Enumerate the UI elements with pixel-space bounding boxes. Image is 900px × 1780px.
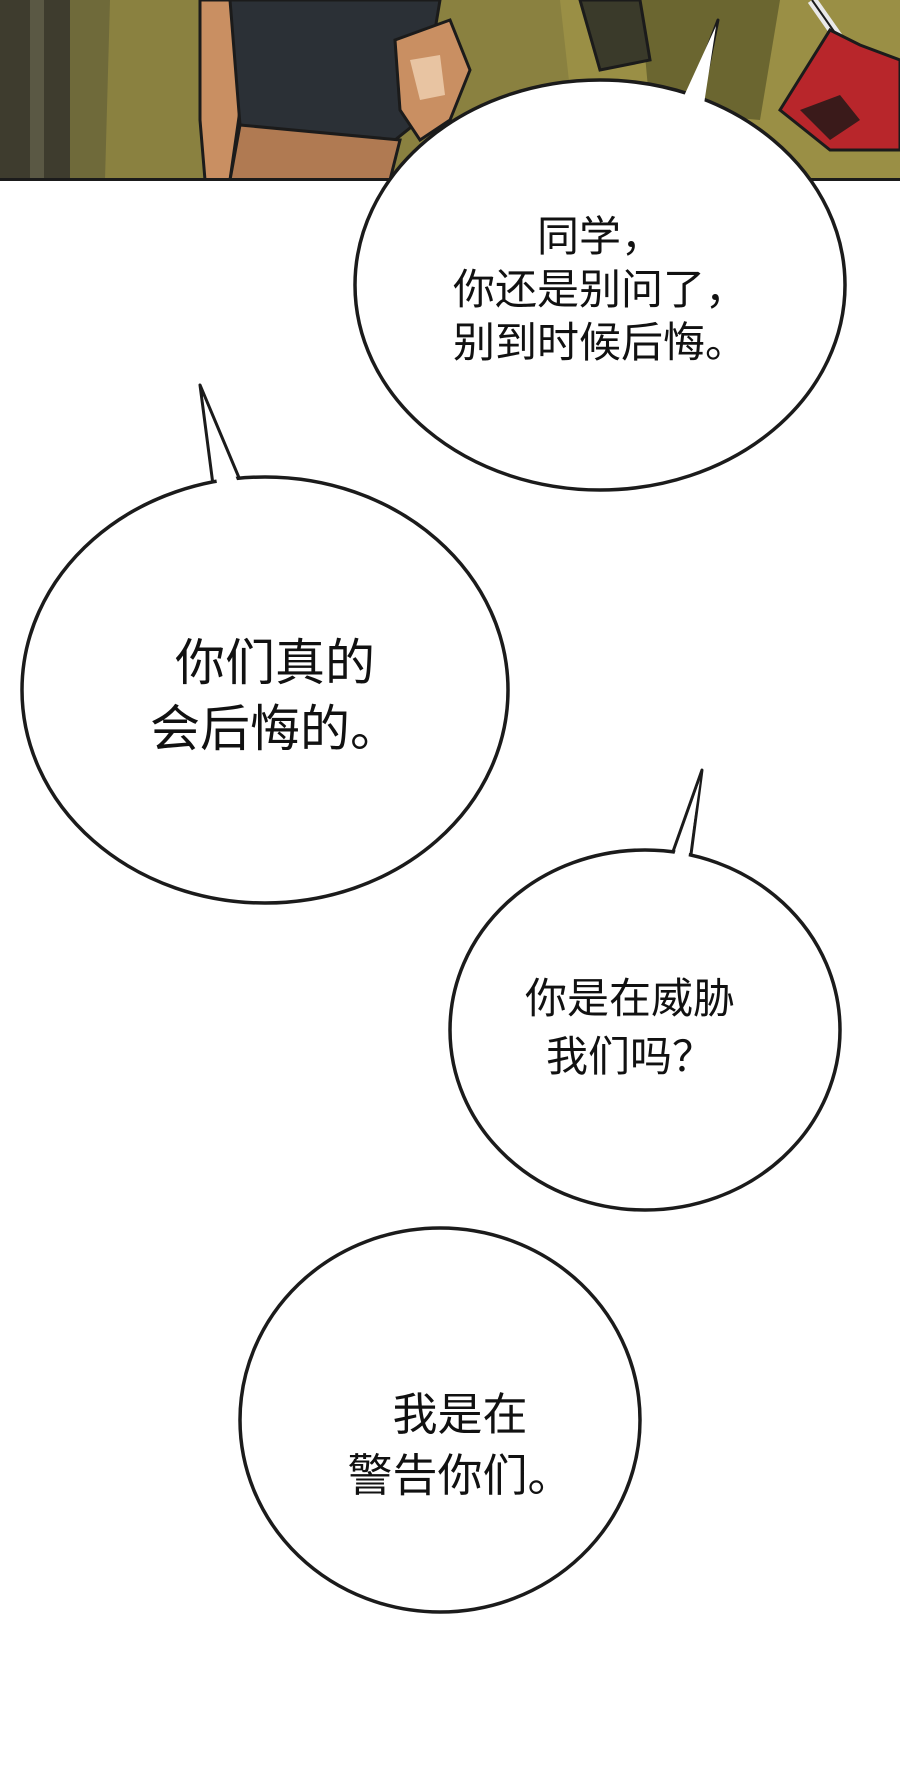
- speech-line: 你是在威胁: [524, 974, 735, 1023]
- speech-bubble-4-text: 我是在 警告你们。: [300, 1384, 620, 1506]
- speech-line: 警告你们。: [347, 1449, 573, 1502]
- speech-bubble-2-text: 你们真的 会后悔的。: [105, 630, 445, 762]
- speech-line: 我是在: [392, 1388, 528, 1441]
- speech-bubble-4: [238, 1226, 642, 1614]
- speech-line: 你们真的: [175, 634, 375, 692]
- speech-line: 别到时候后悔。: [452, 318, 747, 367]
- speech-line: 你还是别问了，: [452, 265, 747, 314]
- speech-line: 会后悔的。: [150, 700, 400, 758]
- speech-line: 同学，: [536, 212, 663, 261]
- speech-bubble-1: [353, 18, 847, 492]
- speech-bubble-3: [448, 768, 842, 1212]
- speech-line: 我们吗？: [545, 1032, 714, 1081]
- speech-bubble-3-text: 你是在威胁 我们吗？: [480, 970, 780, 1086]
- speech-bubble-1-text: 同学， 你还是别问了， 别到时候后悔。: [400, 210, 800, 369]
- speech-bubble-2: [20, 383, 510, 905]
